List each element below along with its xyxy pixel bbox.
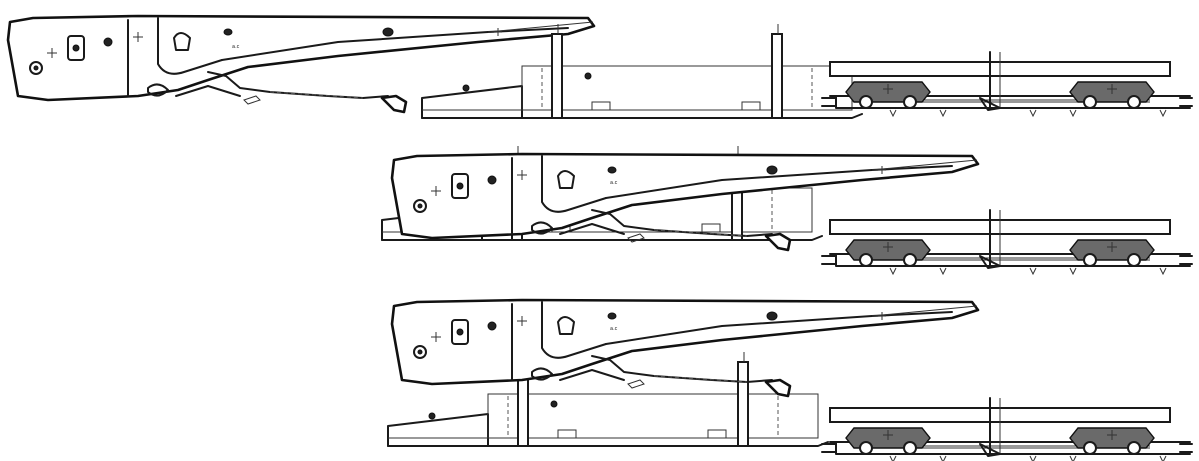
- railcar-stage-2: [821, 209, 1193, 275]
- railcar-stage-1: [821, 51, 1193, 117]
- small-label-1: a.c: [232, 44, 240, 50]
- stage-3-group: a.c: [387, 298, 1193, 461]
- boom-stage-2: [390, 152, 980, 252]
- small-label-3: a.c: [610, 326, 618, 332]
- small-label-2: a.c: [610, 180, 618, 186]
- stage-2-group: a.c: [381, 145, 1193, 275]
- boom-stage-1: [6, 14, 596, 114]
- railcar-stage-3: [821, 397, 1193, 461]
- boom-stage-3: [390, 298, 980, 398]
- stage-1-group: a.c: [6, 14, 1193, 119]
